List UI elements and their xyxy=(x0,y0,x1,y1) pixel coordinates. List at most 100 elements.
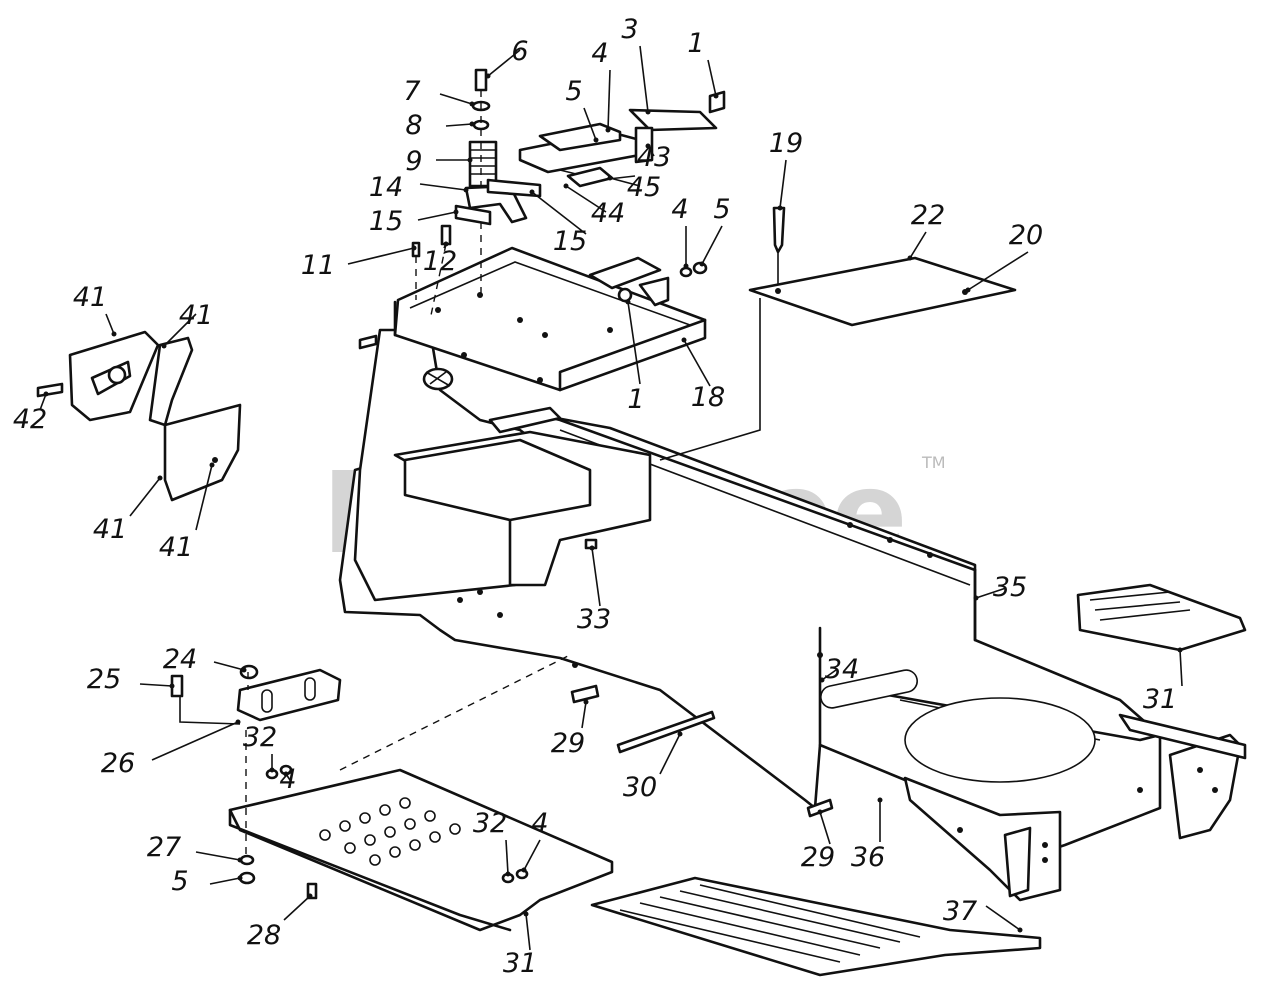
callout-leader xyxy=(609,177,641,187)
leader-arrowhead xyxy=(469,101,475,107)
callout-leader xyxy=(975,587,1007,599)
callout-c29a: 29 xyxy=(551,699,589,759)
callout-c4d: 4 xyxy=(521,808,549,873)
callout-c7: 7 xyxy=(403,76,475,107)
callout-leader xyxy=(819,811,831,845)
leader-arrowhead xyxy=(283,771,289,777)
leader-arrowhead xyxy=(683,263,689,269)
callout-c8: 8 xyxy=(405,110,475,141)
callout-leader xyxy=(707,59,717,97)
callout-c31a: 31 xyxy=(1143,647,1183,715)
leader-arrowhead xyxy=(563,183,569,189)
callout-c31b: 31 xyxy=(503,911,537,979)
callout-c3: 3 xyxy=(621,14,651,115)
leader-arrowhead xyxy=(111,331,117,337)
callout-number: 24 xyxy=(163,644,197,675)
callout-leader xyxy=(967,251,1029,291)
callout-number: 41 xyxy=(179,300,213,331)
callout-leader xyxy=(1179,649,1183,687)
callout-c30: 30 xyxy=(623,731,683,803)
callout-leader xyxy=(701,225,723,265)
callout-number: 1 xyxy=(627,384,644,415)
leader-arrowhead xyxy=(157,475,163,481)
callout-number: 7 xyxy=(403,76,420,107)
callout-number: 12 xyxy=(423,246,457,277)
leader-arrowhead xyxy=(467,157,473,163)
callout-leader xyxy=(565,185,607,213)
footrest-holes xyxy=(319,797,461,866)
callout-leader xyxy=(419,183,467,191)
leader-arrowhead xyxy=(677,731,683,737)
callout-c45: 45 xyxy=(607,172,661,203)
fuel-tank-assembly xyxy=(353,328,652,602)
callout-c1b: 1 xyxy=(625,299,645,415)
callout-leader xyxy=(417,211,457,221)
panel-22 xyxy=(659,206,1017,461)
leader-arrowhead xyxy=(307,893,313,899)
callout-leader xyxy=(523,839,541,871)
callout-leader xyxy=(607,69,611,131)
callout-leader xyxy=(195,851,241,861)
callout-leader xyxy=(505,839,509,875)
callout-c41d: 41 xyxy=(159,462,215,563)
leader-arrowhead xyxy=(169,683,175,689)
callout-c26: 26 xyxy=(101,719,241,779)
callout-number: 30 xyxy=(623,772,657,803)
leader-arrowhead xyxy=(589,545,595,551)
callout-c5b: 5 xyxy=(699,194,731,267)
callout-c29b: 29 xyxy=(801,809,835,873)
callout-c20: 20 xyxy=(965,220,1043,293)
callout-leader xyxy=(445,123,473,127)
callout-c14: 14 xyxy=(369,172,469,203)
callout-number: 11 xyxy=(301,250,335,281)
leader-arrowhead xyxy=(529,189,535,195)
callout-leader xyxy=(439,93,473,105)
callout-number: 26 xyxy=(101,748,135,779)
leader-arrowhead xyxy=(625,299,631,305)
callout-number: 9 xyxy=(405,146,422,177)
callout-number: 44 xyxy=(591,198,625,229)
callout-leader xyxy=(909,231,927,259)
callout-c33: 33 xyxy=(577,545,611,635)
callout-c19: 19 xyxy=(769,128,803,211)
footrest-left xyxy=(170,583,1247,977)
callout-leader xyxy=(283,895,311,921)
callout-number: 15 xyxy=(369,206,403,237)
leader-arrowhead xyxy=(485,73,491,79)
leader-arrowhead xyxy=(269,767,275,773)
callout-leader xyxy=(163,313,197,347)
leader-arrowhead xyxy=(777,205,783,211)
leader-arrowhead xyxy=(973,595,979,601)
callout-leader xyxy=(139,683,173,687)
callout-number: 20 xyxy=(1009,220,1043,251)
callout-leader xyxy=(209,877,241,885)
leader-arrowhead xyxy=(237,857,243,863)
callout-c36: 36 xyxy=(851,797,885,873)
callout-c41b: 41 xyxy=(161,300,213,349)
leader-arrowhead xyxy=(521,867,527,873)
callout-c15a: 15 xyxy=(369,206,459,237)
callout-number: 22 xyxy=(911,200,945,231)
callout-number: 28 xyxy=(247,920,281,951)
leader-arrowhead xyxy=(469,121,475,127)
callout-c32a: 32 xyxy=(243,722,277,773)
callout-c35: 35 xyxy=(973,572,1027,603)
callout-number: 4 xyxy=(531,808,548,839)
callout-number: 32 xyxy=(473,808,507,839)
leader-arrowhead xyxy=(817,809,823,815)
callout-number: 37 xyxy=(943,896,977,927)
callout-leader xyxy=(531,191,587,235)
callout-number: 41 xyxy=(159,532,193,563)
callout-leader xyxy=(821,669,837,681)
leader-arrowhead xyxy=(161,343,167,349)
callout-c9: 9 xyxy=(405,146,473,177)
leader-arrowhead xyxy=(241,667,247,673)
callout-number: 41 xyxy=(93,514,127,545)
callout-number: 35 xyxy=(993,572,1027,603)
callout-leader xyxy=(581,701,587,729)
callout-number: 43 xyxy=(637,142,671,173)
callout-c34: 34 xyxy=(819,654,859,685)
leader-arrowhead xyxy=(43,391,49,397)
leader-arrowhead xyxy=(713,93,719,99)
callout-number: 27 xyxy=(147,832,181,863)
